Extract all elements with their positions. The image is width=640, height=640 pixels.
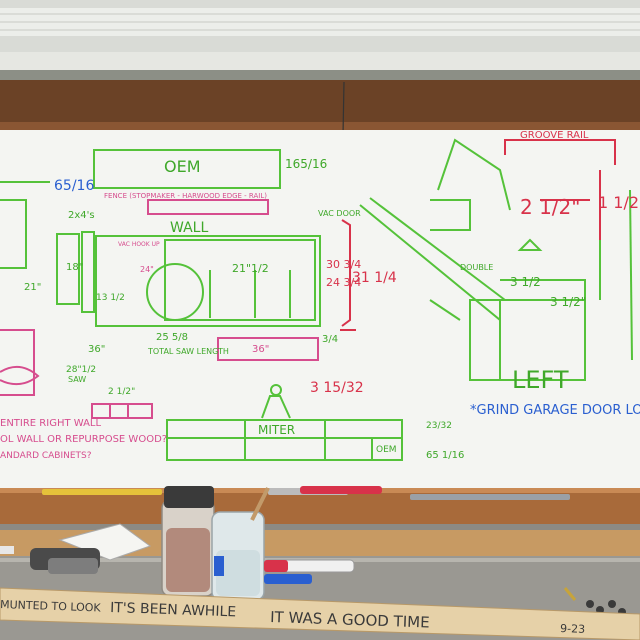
saw-cabinet bbox=[95, 235, 321, 327]
saw-table-top bbox=[164, 239, 316, 321]
label-oem-top: OEM bbox=[164, 157, 201, 176]
hanging-cord bbox=[342, 81, 345, 136]
left-cabinet bbox=[469, 299, 586, 381]
label-vac-door: VAC DOOR bbox=[318, 209, 361, 218]
label-2x4: 2x4's bbox=[68, 210, 95, 221]
dim-36-box bbox=[217, 337, 319, 361]
board-18 bbox=[56, 233, 80, 305]
diagonal-rail-b bbox=[369, 197, 506, 301]
note-cabinets: ANDARD CABINETS? bbox=[0, 451, 92, 461]
pink-sketches bbox=[0, 199, 319, 419]
metal-ruler bbox=[410, 494, 570, 500]
label-65-bottom: 65 1/16 bbox=[426, 450, 464, 461]
note-right-wall: ENTIRE RIGHT WALL bbox=[0, 418, 102, 429]
label-23-32: 23/32 bbox=[426, 421, 452, 431]
label-vac-hookup: VAC HOOK UP bbox=[118, 241, 160, 248]
lumber-date: 9-23 bbox=[560, 622, 585, 636]
label-21-left: 21" bbox=[24, 282, 41, 293]
jar-lid bbox=[164, 486, 214, 508]
beam-edge bbox=[0, 122, 640, 130]
red-labels: 2 1/2" 1 1/2" 30 3/4 24 3/4 31 1/4 GROOV… bbox=[310, 130, 640, 396]
label-3-half-a: 3 1/2 bbox=[510, 275, 541, 289]
oem-box-top bbox=[93, 149, 281, 189]
label-13-half: 13 1/2 bbox=[96, 293, 125, 303]
label-wall: WALL bbox=[170, 220, 208, 236]
green-labels: OEM 165/16 WALL 2x4's 18" 21" 21"1/2 13 … bbox=[24, 157, 586, 461]
label-fence-note: FENCE (STOPMAKER - HARWOOD EDGE - RAIL) bbox=[104, 192, 267, 200]
paint-brush bbox=[250, 487, 270, 521]
label-30-3-4: 30 3/4 bbox=[326, 258, 361, 271]
jar-with-red-sand bbox=[161, 486, 215, 597]
fence-rail bbox=[147, 199, 269, 215]
label-24: 24" bbox=[140, 265, 154, 274]
label-36-b: 36" bbox=[252, 344, 269, 355]
note-repurpose: OL WALL OR REPURPOSE WOOD? bbox=[0, 434, 167, 445]
label-165-16: 165/16 bbox=[285, 157, 327, 171]
post-2x4 bbox=[81, 231, 95, 313]
label-miter: MITER bbox=[258, 423, 295, 437]
pliers bbox=[48, 558, 98, 574]
label-65-16: 65/16 bbox=[54, 178, 94, 194]
corner-sketch bbox=[437, 138, 511, 211]
miter-saw-figure bbox=[261, 395, 291, 419]
lumber-text-mid: IT'S BEEN AWHILE bbox=[110, 600, 237, 620]
label-24-3-4: 24 3/4 bbox=[326, 276, 361, 289]
label-18: 18" bbox=[66, 262, 83, 273]
screw-gold bbox=[563, 587, 577, 601]
red-sketches bbox=[340, 139, 616, 331]
label-21-mid: 21"1/2 bbox=[232, 262, 269, 275]
label-28: 28"1/2 bbox=[66, 365, 96, 375]
grind-garage-door-note: *GRIND GARAGE DOOR LOCK bbox=[470, 403, 640, 418]
marker-edge bbox=[0, 546, 14, 554]
green-sketches bbox=[0, 138, 633, 461]
saw-blade-circle bbox=[146, 263, 204, 321]
label-1-half: 1 1/2" bbox=[598, 193, 640, 212]
yellow-pencil bbox=[42, 489, 162, 495]
lumber-text-left: MUNTED TO LOOK bbox=[0, 598, 102, 615]
label-total-saw-length: TOTAL SAW LENGTH bbox=[147, 347, 229, 356]
lower-left-sketch bbox=[0, 329, 35, 396]
ceiling-diffuser-pattern bbox=[0, 13, 640, 31]
pink-labels: FENCE (STOPMAKER - HARWOOD EDGE - RAIL) … bbox=[0, 192, 269, 461]
label-saw: SAW bbox=[68, 375, 86, 384]
blue-labels: 65/16 *GRIND GARAGE DOOR LOCK bbox=[54, 178, 640, 418]
label-3-half-b: 3 1/2" bbox=[550, 295, 586, 309]
label-2-half: 2 1/2" bbox=[520, 195, 580, 219]
label-36-a: 36" bbox=[88, 344, 105, 355]
wood-header-beam bbox=[0, 80, 640, 130]
label-3-4: 3/4 bbox=[322, 334, 338, 345]
label-groove-rail: GROOVE RAIL bbox=[520, 130, 589, 141]
marker-blue bbox=[264, 574, 312, 584]
small-rack bbox=[91, 403, 153, 419]
label-31-1-4: 31 1/4 bbox=[352, 270, 397, 286]
glass-jar-with-brush bbox=[211, 487, 270, 601]
label-3-15-32: 3 15/32 bbox=[310, 380, 364, 396]
label-25: 25 5/8 bbox=[156, 332, 188, 343]
groove-rail-sketch bbox=[504, 139, 616, 165]
lumber-board: MUNTED TO LOOK IT'S BEEN AWHILE IT WAS A… bbox=[0, 587, 640, 640]
ceiling-trim bbox=[0, 52, 640, 72]
label-2-half-small: 2 1/2" bbox=[108, 387, 135, 397]
left-cabinet-top bbox=[500, 279, 586, 300]
ceiling-vent-strip bbox=[0, 70, 640, 82]
left-cabinet-sketch bbox=[0, 199, 27, 269]
label-double: DOUBLE bbox=[460, 263, 493, 272]
marker-red-tray bbox=[300, 486, 382, 494]
miter-station bbox=[166, 419, 403, 461]
label-oem-bottom: OEM bbox=[376, 445, 397, 455]
dimension-bracket bbox=[341, 219, 351, 327]
label-left: LEFT bbox=[512, 366, 569, 394]
lumber-text-right: IT WAS A GOOD TIME bbox=[270, 608, 430, 632]
